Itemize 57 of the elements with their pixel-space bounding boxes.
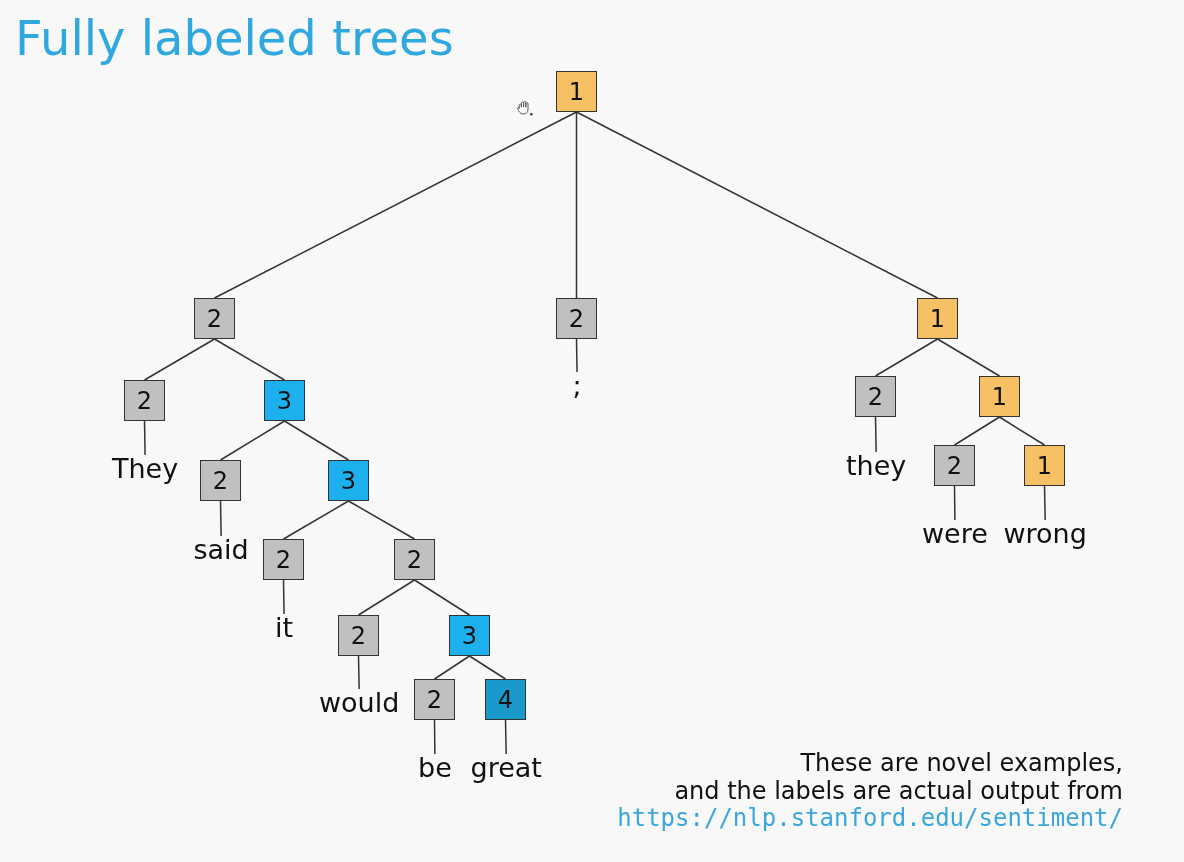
tree-branch-line [874, 416, 877, 453]
note-text: These are novel examples, and the labels are actual output from [673, 749, 1123, 805]
tree-branch-line [357, 655, 360, 690]
tree-branch-line [575, 338, 578, 373]
sentiment-score-box: 2 [855, 376, 896, 417]
token-text: said [193, 536, 249, 563]
token-text: They [112, 455, 179, 482]
tree-branch-line [213, 111, 578, 299]
tree-branch-line [143, 420, 146, 456]
url-link: https://nlp.stanford.edu/sentiment/ [617, 804, 1123, 832]
tree-branch-line [433, 655, 471, 680]
tree-branch-line [504, 719, 507, 755]
token-text: great [470, 754, 542, 781]
sentiment-score-box: 1 [1024, 445, 1065, 486]
sentiment-score-box: 2 [338, 615, 379, 656]
sentiment-score-box: 3 [328, 460, 369, 501]
tree-branch-line [575, 111, 939, 299]
tree-branch-line [575, 111, 578, 299]
tree-branch-line [283, 420, 350, 461]
tree-branch-line [143, 338, 216, 381]
sentiment-score-box: 2 [200, 460, 241, 501]
token-text: wrong [1003, 520, 1087, 547]
tree-branch-line [1043, 485, 1046, 521]
token-text: ; [572, 372, 582, 399]
token-text: be [418, 754, 452, 781]
tree-branch-line [413, 579, 471, 616]
sentiment-score-box: 2 [124, 380, 165, 421]
tree-branch-line [347, 500, 416, 540]
token-text: they [846, 452, 907, 479]
tree-branch-line [953, 485, 956, 521]
sentiment-score-box: 1 [979, 376, 1020, 417]
sentiment-score-box: 1 [917, 298, 958, 339]
tree-branch-line [219, 420, 286, 461]
tree-branch-line [282, 500, 350, 540]
sentiment-score-box: 3 [449, 615, 490, 656]
tree-branch-line [357, 579, 416, 616]
sentiment-score-box: 2 [414, 679, 455, 720]
tree-branch-line [219, 500, 222, 537]
tree-branch-line [433, 719, 436, 755]
tree-branch-line [953, 416, 1001, 446]
token-text: would [319, 689, 400, 716]
sentiment-score-box: 4 [485, 679, 526, 720]
token-text: were [922, 520, 988, 547]
tree-branch-line [213, 338, 286, 381]
tree-branch-line [468, 655, 507, 680]
tree-branch-line [874, 338, 939, 377]
sentiment-score-box: 2 [194, 298, 235, 339]
sentiment-score-box: 2 [556, 298, 597, 339]
tree-branch-line [936, 338, 1001, 377]
sentiment-score-box: 2 [934, 445, 975, 486]
sentiment-score-box: 3 [264, 380, 305, 421]
token-text: it [275, 614, 294, 641]
sentiment-score-box: 1 [556, 71, 597, 112]
sentiment-score-box: 2 [394, 539, 435, 580]
sentiment-score-box: 2 [263, 539, 304, 580]
tree-branch-line [282, 579, 285, 615]
tree-branch-line [998, 416, 1046, 446]
